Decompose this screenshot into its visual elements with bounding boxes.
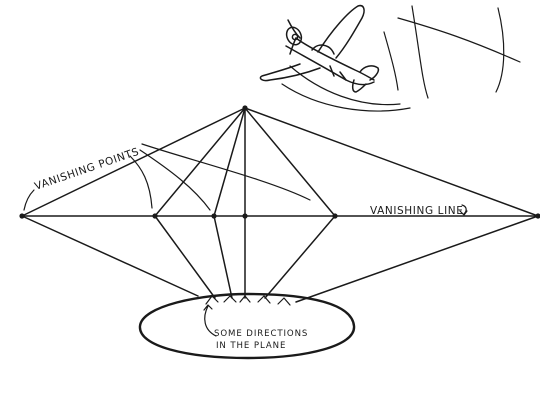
vanishing-line-label: VANISHING LINE bbox=[370, 205, 463, 217]
directions-label-line1: SOME DIRECTIONS bbox=[214, 329, 308, 339]
sky-strokes bbox=[281, 5, 521, 112]
vanishing-points-pointers bbox=[23, 143, 311, 211]
vanishing-points-label: VANISHING POINTS bbox=[33, 146, 141, 193]
direction-ticks bbox=[205, 295, 291, 306]
directions-pointer bbox=[203, 304, 217, 337]
vanishing-line-arrow-icon bbox=[459, 204, 468, 216]
airplane-sketch-icon bbox=[259, 4, 380, 93]
directions-label-line2: IN THE PLANE bbox=[216, 341, 286, 351]
plane-ellipse bbox=[138, 292, 356, 360]
vanishing-point-markers bbox=[19, 105, 540, 219]
plane-direction-lines bbox=[21, 215, 539, 303]
